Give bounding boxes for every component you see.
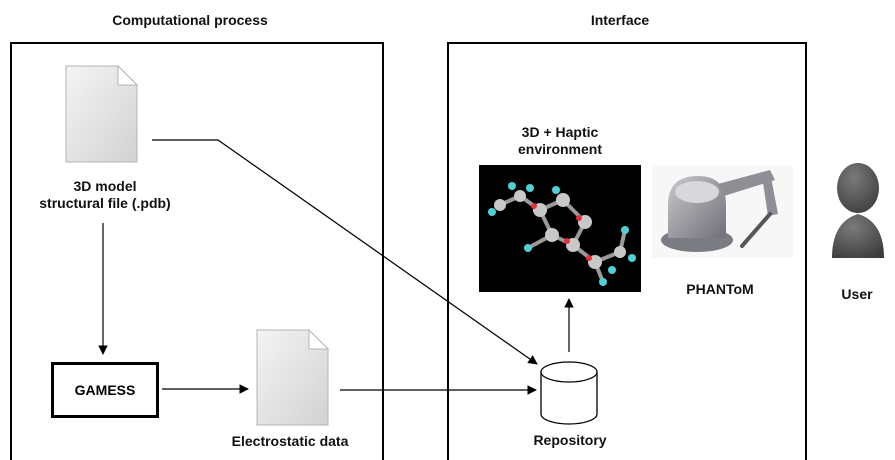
arrow-pdb-to-repository (152, 139, 538, 365)
repository-label: Repository (533, 432, 607, 448)
gamess-label: GAMESS (74, 382, 136, 398)
user-label: User (841, 286, 873, 302)
electrostatic-data-label: Electrostatic data (231, 433, 349, 449)
molecule-image (479, 165, 641, 292)
interface-title: Interface (590, 12, 650, 28)
phantom-label: PHANToM (686, 281, 754, 297)
phantom-device-image (652, 165, 793, 258)
user-silhouette-icon (832, 163, 884, 258)
environment-label: 3D + Haptic environment (517, 124, 602, 157)
interface-panel (447, 42, 807, 460)
gamess-box: GAMESS (51, 362, 159, 418)
pdb-file-label: 3D model structural file (.pdb) (39, 178, 171, 211)
repository-database-icon (540, 361, 598, 425)
pdb-document-icon (65, 64, 139, 163)
computational-process-title: Computational process (112, 12, 268, 28)
computational-process-panel (10, 42, 384, 460)
electrostatic-document-icon (256, 328, 330, 426)
